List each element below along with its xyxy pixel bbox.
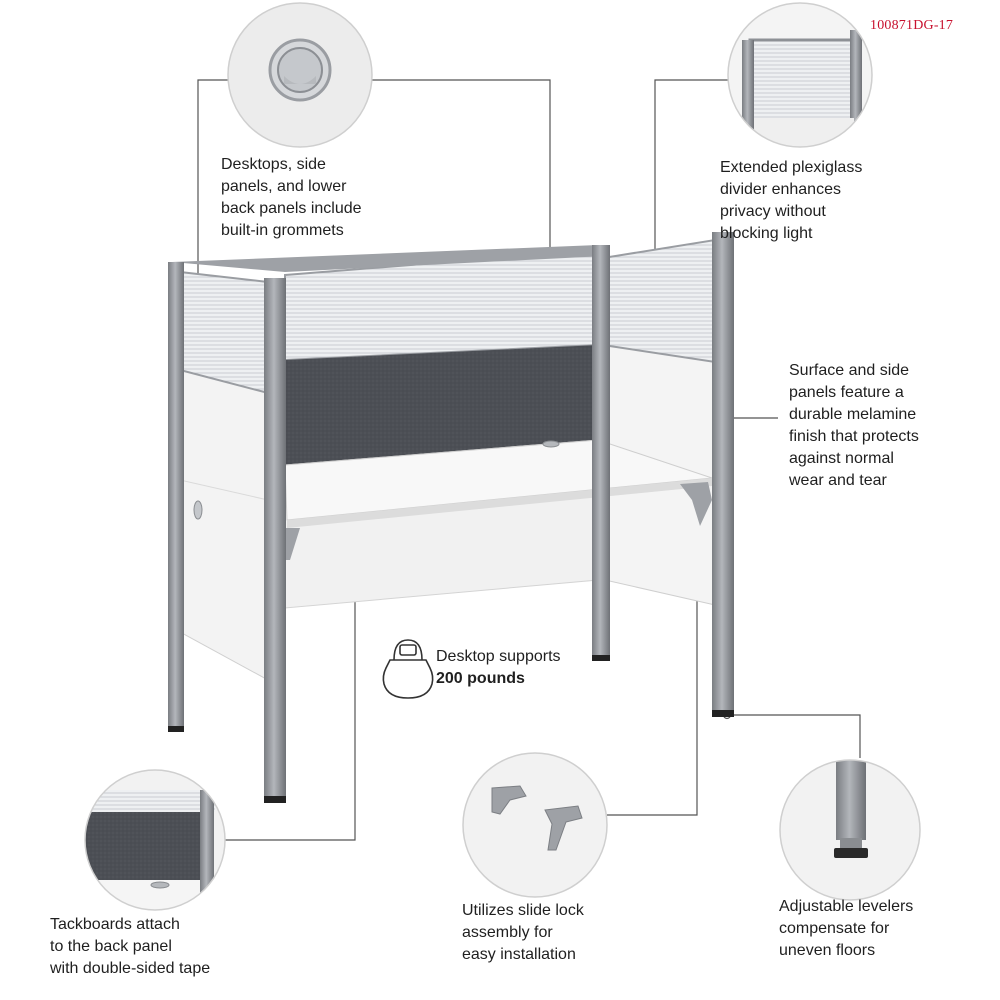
callout-line: privacy without bbox=[720, 203, 826, 220]
callout-line: Desktops, side bbox=[221, 156, 326, 173]
product-code: 100871DG-17 bbox=[870, 18, 954, 33]
grommet-detail-circle bbox=[227, 2, 373, 148]
leveler-detail-circle bbox=[779, 759, 921, 901]
leader-slide-lock bbox=[607, 495, 698, 816]
callout-line: wear and tear bbox=[789, 472, 887, 489]
callout-line: built-in grommets bbox=[221, 222, 344, 239]
cubicle bbox=[168, 232, 734, 803]
right-bracket bbox=[680, 482, 712, 526]
callout-line: Extended plexiglass bbox=[720, 159, 863, 176]
callout-line: assembly for bbox=[462, 924, 553, 941]
callout-line: with double-sided tape bbox=[50, 960, 211, 977]
callout-line: to the back panel bbox=[50, 938, 172, 955]
callout-line: Utilizes slide lock bbox=[462, 902, 584, 919]
plexiglass-detail-circle bbox=[727, 2, 873, 148]
callout-melamine: Surface and side panels feature a durabl… bbox=[789, 360, 919, 492]
leader-plexiglass bbox=[654, 79, 728, 325]
top-rail bbox=[172, 245, 605, 272]
post-front-right bbox=[712, 232, 734, 712]
right-glass-panel bbox=[602, 238, 716, 364]
weight-capacity: 200 pounds bbox=[436, 670, 525, 687]
callout-tackboards: Tackboards attach to the back panel with… bbox=[50, 914, 210, 980]
kettlebell-icon bbox=[382, 639, 434, 699]
callout-line: compensate for bbox=[779, 920, 890, 937]
callout-line: durable melamine bbox=[789, 406, 917, 423]
callout-levelers: Adjustable levelers compensate for uneve… bbox=[779, 896, 913, 962]
callout-line: Surface and side bbox=[789, 362, 910, 379]
post-back-right bbox=[592, 245, 610, 657]
callout-line: Adjustable levelers bbox=[779, 898, 914, 915]
callout-line: divider enhances bbox=[720, 181, 841, 198]
tackboard bbox=[285, 345, 598, 465]
tackboard-detail-circle bbox=[84, 769, 226, 911]
left-bracket bbox=[282, 528, 300, 560]
callout-line: panels, and lower bbox=[221, 178, 347, 195]
callout-line: against normal bbox=[789, 450, 894, 467]
callout-line: blocking light bbox=[720, 225, 813, 242]
callout-line: uneven floors bbox=[779, 942, 876, 959]
leader-levelers bbox=[727, 714, 861, 758]
callout-line: easy installation bbox=[462, 946, 576, 963]
callout-line: Desktop supports bbox=[436, 648, 561, 665]
side-grommet bbox=[193, 500, 203, 520]
callout-grommets: Desktops, side panels, and lower back pa… bbox=[221, 154, 362, 242]
callout-slide-lock: Utilizes slide lock assembly for easy in… bbox=[462, 900, 584, 966]
callout-line: panels feature a bbox=[789, 384, 904, 401]
callout-line: finish that protects bbox=[789, 428, 919, 445]
callout-plexiglass: Extended plexiglass divider enhances pri… bbox=[720, 157, 862, 245]
callout-line: Tackboards attach bbox=[50, 916, 180, 933]
callout-desktop-support: Desktop supports 200 pounds bbox=[436, 646, 561, 690]
post-front-left bbox=[264, 278, 286, 798]
slide-lock-detail-circle bbox=[462, 752, 608, 898]
left-side-panel bbox=[179, 369, 269, 681]
callout-line: back panels include bbox=[221, 200, 362, 217]
post-back-left bbox=[168, 262, 184, 732]
